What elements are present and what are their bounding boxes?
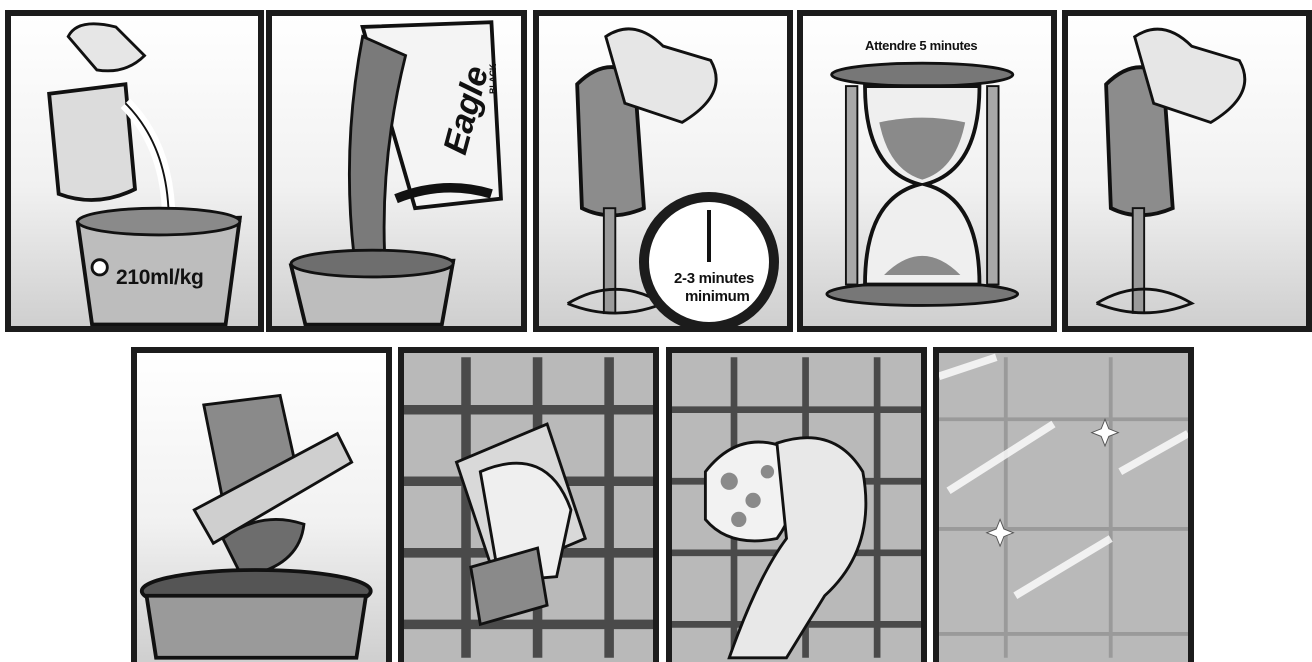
- step-9-finished-panel: [933, 347, 1194, 662]
- step-6-load-trowel-panel: [131, 347, 392, 662]
- finished-tiles-illustration: [939, 353, 1188, 662]
- step-1-pour-water-panel: 210ml/kg: [5, 10, 264, 332]
- remix-drill-illustration: [1068, 16, 1306, 326]
- pouring-powder-illustration: [272, 16, 521, 326]
- timer-clock-icon: [639, 192, 779, 332]
- step-3-mix-panel: 2-3 minutes minimum: [533, 10, 793, 332]
- step-7-apply-grout-panel: [398, 347, 659, 662]
- mix-minimum-label: minimum: [685, 288, 750, 305]
- trowel-bucket-illustration: [137, 353, 386, 662]
- step-4-wait-panel: Attendre 5 minutes: [797, 10, 1057, 332]
- mix-duration-label: 2-3 minutes: [674, 270, 754, 287]
- step-5-remix-panel: [1062, 10, 1312, 332]
- sponge-cleaning-illustration: [672, 353, 921, 662]
- bag-brand-sub-label: BLACK: [488, 64, 498, 94]
- hourglass-icon: [803, 16, 1051, 326]
- water-ratio-label: 210ml/kg: [116, 266, 204, 290]
- grout-application-illustration: [404, 353, 653, 662]
- step-2-pour-powder-panel: Eagle BLACK: [266, 10, 527, 332]
- wait-time-label: Attendre 5 minutes: [865, 38, 977, 53]
- step-8-sponge-panel: [666, 347, 927, 662]
